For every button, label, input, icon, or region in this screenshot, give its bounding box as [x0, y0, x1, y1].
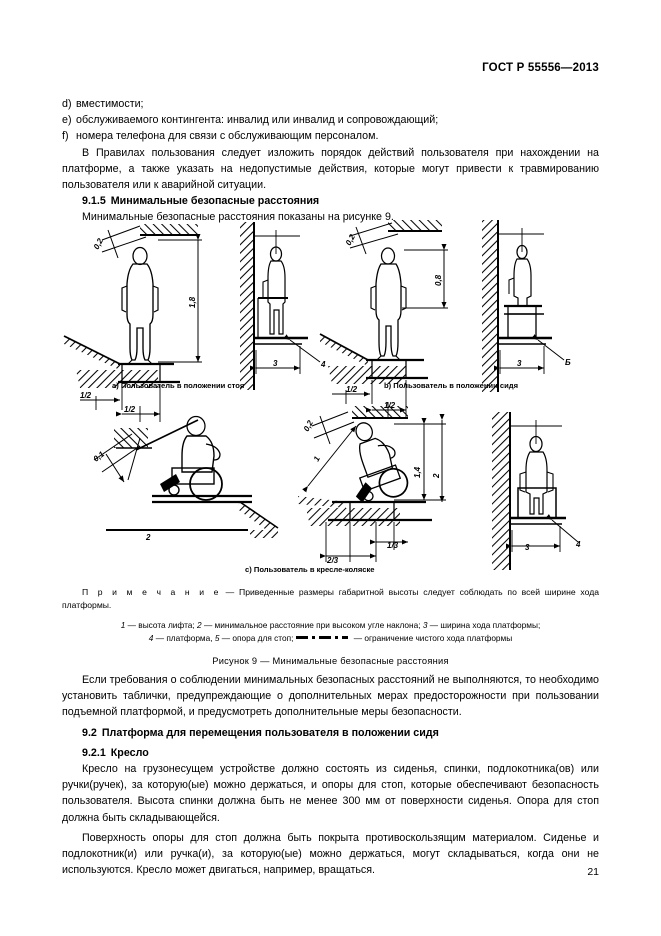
dim-c-two-thirds: 2/3 [326, 556, 339, 565]
list-item: d) вместимости; [62, 96, 599, 112]
list-item: f) номера телефона для связи с обслуживаю… [62, 128, 599, 144]
list-item-marker: e) [62, 114, 72, 127]
list-item-text: номера телефона для связи с обслуживающи… [76, 130, 379, 143]
ref-b-footrest: Б [565, 358, 571, 367]
panel-caption-c: c) Пользователь в кресле-коляске [245, 565, 375, 574]
legend-tail-text: — ограничение чистого хода платформы [351, 632, 513, 643]
dim-b-width: 3 [517, 359, 522, 368]
list-item-marker: f) [62, 130, 69, 143]
legend-text: — высота лифта; [125, 620, 198, 631]
figure-title: Рисунок 9 — Минимальные безопасные расст… [212, 656, 449, 667]
legend-text: — ширина хода платформы; [427, 620, 541, 631]
heading-title: Минимальные безопасные расстояния [110, 195, 320, 208]
text-flow: d) вместимости; e) обслуживаемого континге… [62, 96, 599, 226]
dim-c-height2: 2 [432, 473, 441, 479]
dim-c-height: 1,4 [413, 466, 422, 478]
list-item-text: обслуживаемого контингента: инвалид или … [76, 114, 439, 127]
list-item-marker: d) [62, 98, 72, 110]
ref-c-platform: 4 [575, 540, 581, 549]
dim-c-lift-height: 1 [312, 454, 322, 463]
panel-caption-b: b) Пользователь в положении сидя [384, 381, 518, 390]
heading-number: 9.1.5 [82, 195, 106, 208]
legend-number: 5 [214, 632, 220, 643]
text-flow-after-figure: Если требования о соблюдении минимальных… [62, 672, 599, 878]
dim-b-half-right: 1/2 [384, 401, 396, 410]
figure-legend-line-2: 4 — платформа, 5 — опора для стоп; — огр… [62, 632, 599, 645]
dim-b-height: 0,8 [434, 274, 443, 286]
legend-number: 2 [197, 620, 202, 631]
page-content: ГОСТ Р 55556—2013 d) вместимости; e) обслу… [62, 0, 599, 936]
legend-text: — минимальное расстояние при высоком угл… [201, 620, 423, 631]
dim-b-half-left: 1/2 [346, 385, 358, 394]
list-item: e) обслуживаемого контингента: инвалид ил… [62, 112, 599, 128]
dim-a-width: 3 [273, 359, 278, 368]
paragraph-after-figure: Если требования о соблюдении минимальных… [62, 674, 599, 719]
paragraph-rules: В Правилах пользования следует изложить … [62, 146, 599, 192]
legend-text: — платформа, [153, 632, 215, 643]
dim-a-half-right: 1/2 [124, 405, 136, 414]
figure-legend-line-1: 1 — высота лифта; 2 — минимальное рассто… [62, 619, 599, 632]
figure-canvas: 0,2 1,8 1/2 1/2 3 4 0,2 0,8 1/2 1/2 3 Б [62, 210, 599, 580]
legend-number: 4 [148, 632, 154, 643]
dim-c-clearance: 0,2 [302, 418, 315, 433]
panel-caption-a: a) Пользователь в положении стоя [112, 381, 245, 390]
heading-number: 9.2.1 [82, 746, 106, 759]
page-header-standard-id: ГОСТ Р 55556—2013 [482, 62, 599, 74]
dim-c-one-third: 1/3 [387, 541, 399, 550]
heading-title: Кресло [110, 746, 149, 759]
dash-dot-line-sample [296, 635, 349, 639]
dim-a-half-left: 1/2 [80, 391, 92, 400]
paragraph-9-1-5: Минимальные безопасные расстояния показа… [82, 211, 394, 224]
note-label: П р и м е ч а н и е [82, 587, 221, 597]
list-item-text: вместимости; [76, 98, 144, 110]
heading-number: 9.2 [82, 726, 97, 739]
dim-a-height: 1,8 [188, 296, 197, 308]
dim-c-width: 3 [525, 543, 530, 552]
ref-c-min-dist: 2 [145, 533, 151, 542]
figure-9: 0,2 1,8 1/2 1/2 3 4 0,2 0,8 1/2 1/2 3 Б [62, 210, 599, 668]
note-dash: — [220, 587, 240, 597]
ref-a-platform: 4 [320, 360, 326, 369]
note-text: Приведенные размеры габаритной высоты сл… [62, 587, 599, 610]
heading-9-2: 9.2 Платформа для перемещения пользовател… [62, 725, 599, 741]
figure-drawing: 0,2 1,8 1/2 1/2 3 4 0,2 0,8 1/2 1/2 3 Б [63, 220, 581, 570]
legend-number: 1 [120, 620, 126, 631]
heading-9-2-1: 9.2.1 Кресло [62, 745, 599, 761]
heading-9-1-5: 9.1.5 Минимальные безопасные расстояния [62, 193, 599, 209]
dim-c-slope: 0,1 [92, 449, 107, 463]
paragraph-9-2-1-second: Поверхность опоры для стоп должна быть п… [62, 831, 599, 877]
legend-text: — опора для стоп; [219, 632, 294, 643]
paragraph-9-2-1-first: Кресло на грузонесущем устройстве должно… [62, 763, 599, 824]
page-number: 21 [587, 866, 599, 878]
dim-a-clearance: 0,2 [92, 236, 105, 251]
heading-title: Платформа для перемещения пользователя в… [101, 726, 439, 739]
legend-number: 3 [422, 620, 428, 631]
figure-note: П р и м е ч а н и е — Приведенные размер… [62, 586, 599, 611]
